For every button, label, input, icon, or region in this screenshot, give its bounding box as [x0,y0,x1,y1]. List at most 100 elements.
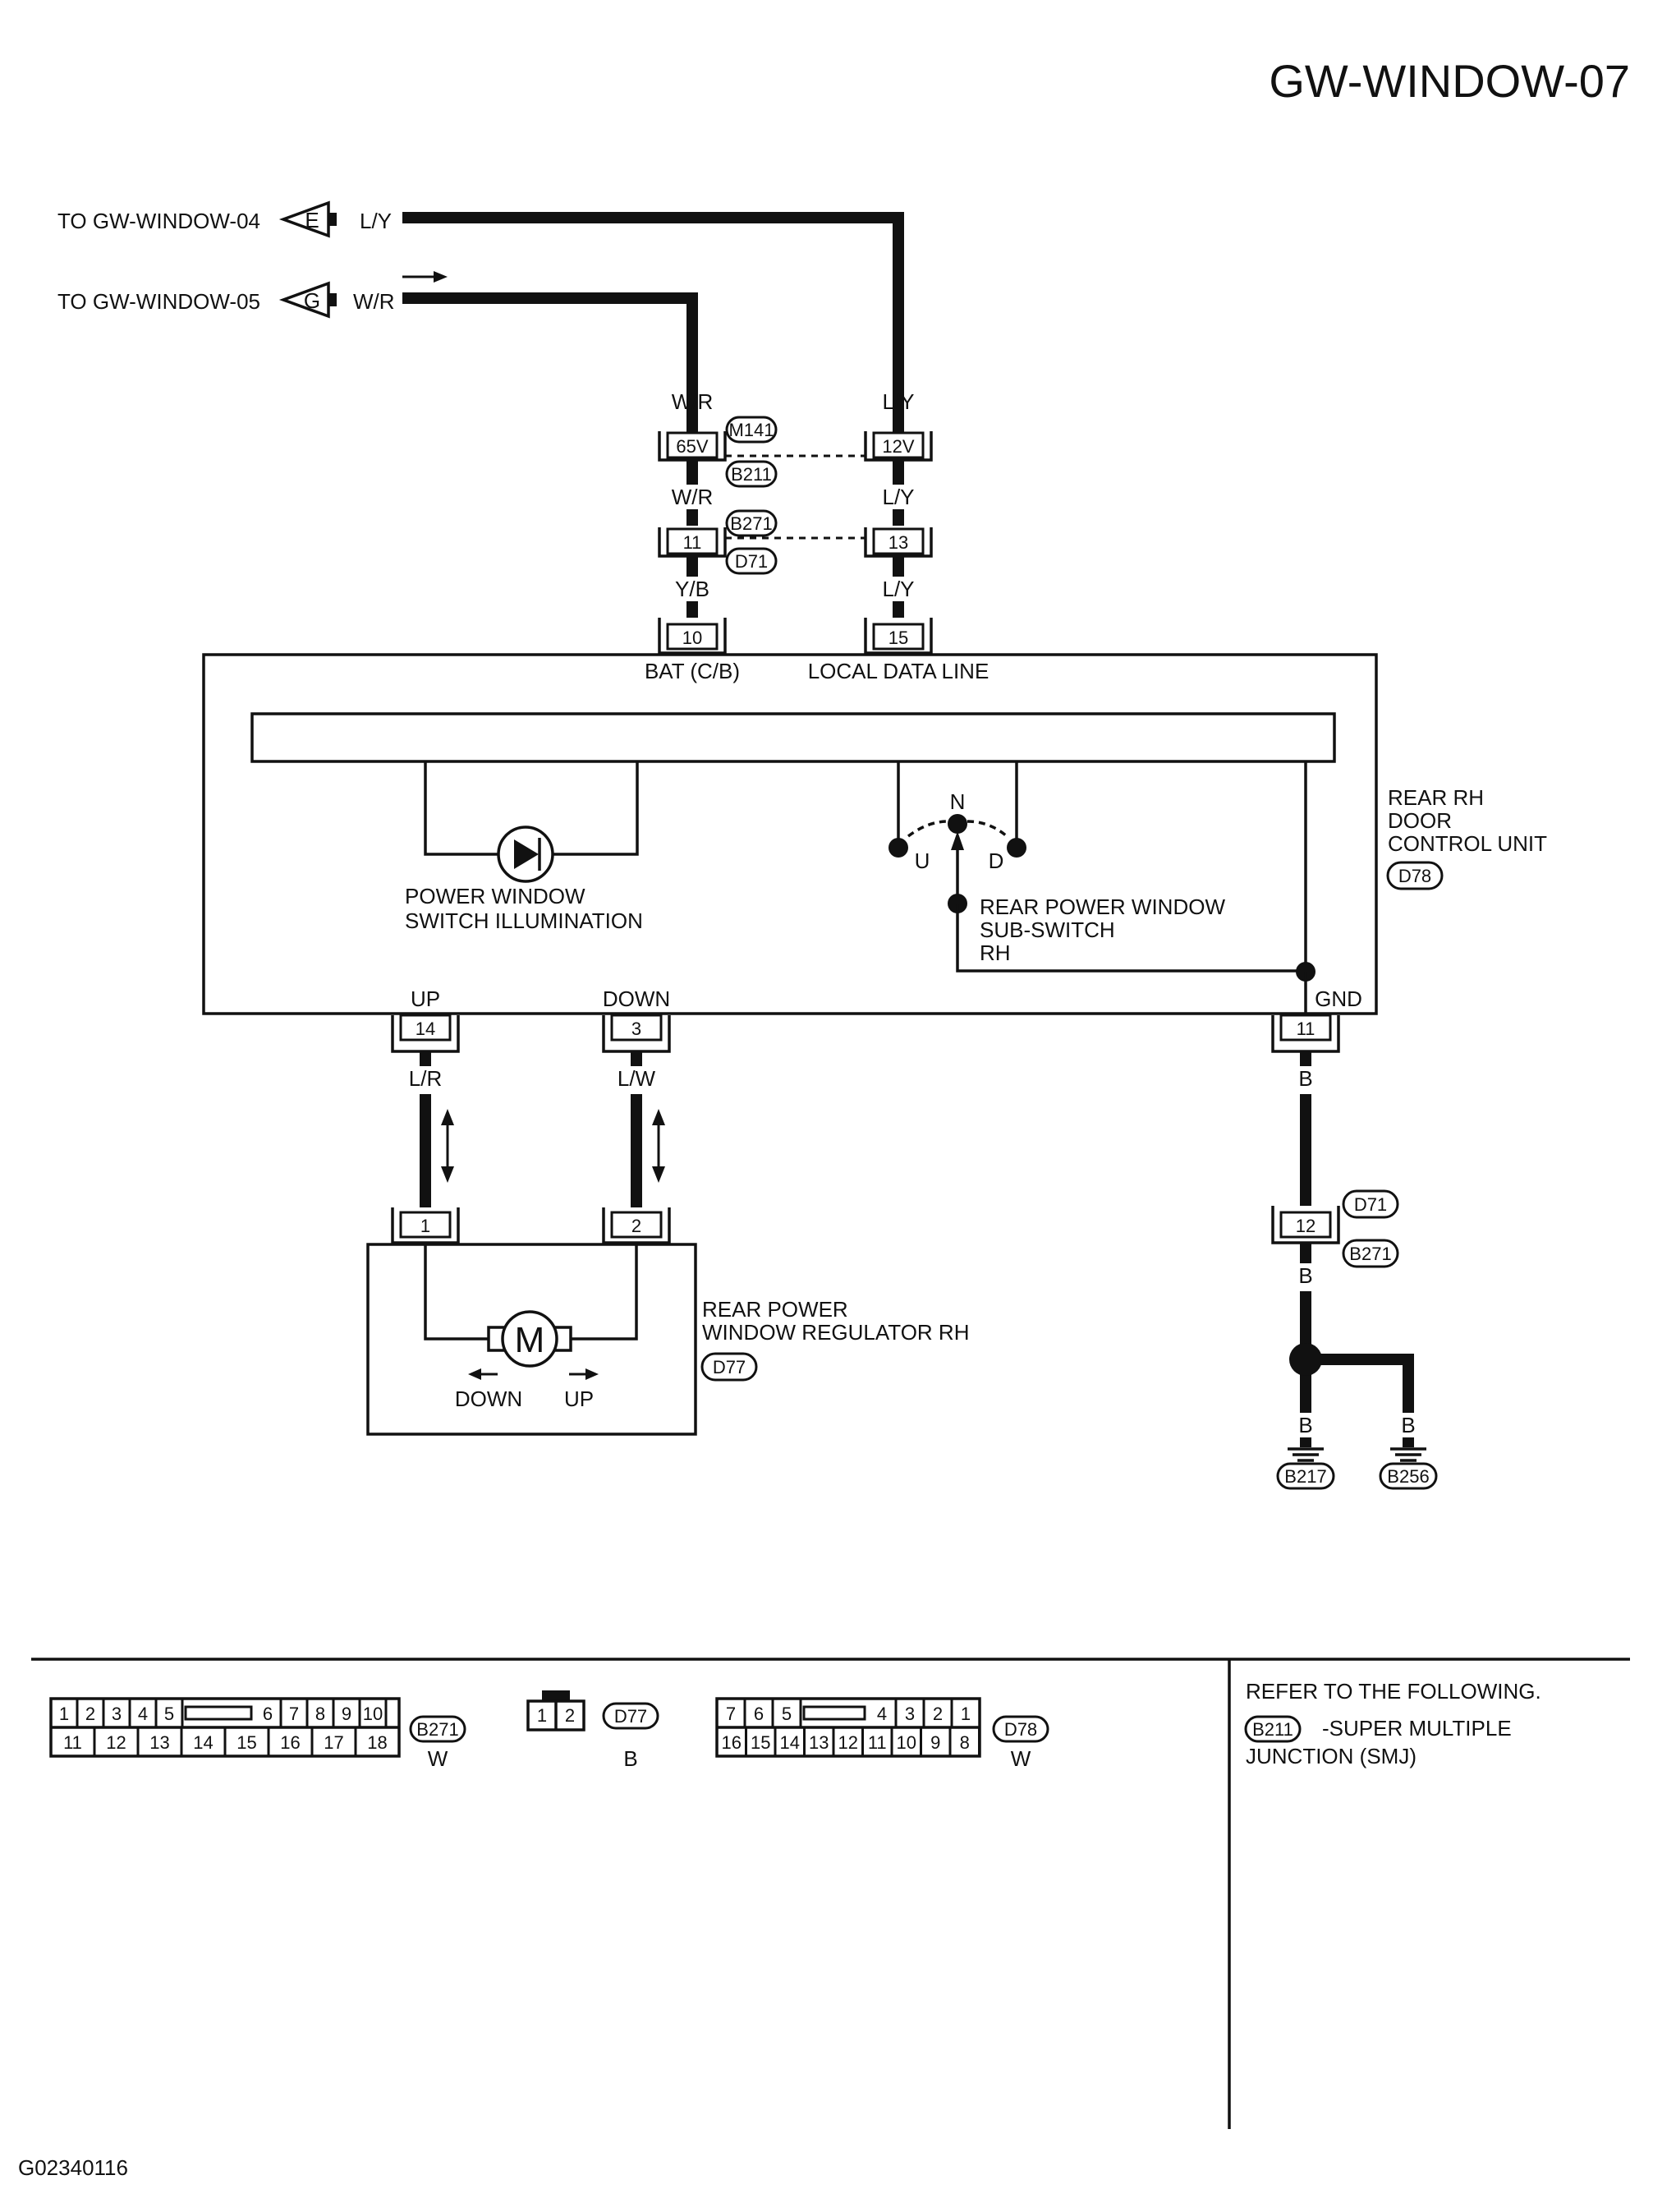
wire-color-wr-top: W/R [672,389,714,414]
motor-direction-arrows [468,1368,599,1380]
figure-id: G02340116 [18,2155,128,2180]
inline-connector-m141: 65V 12V M141 B211 [658,416,933,488]
current-flow-arrow [402,271,448,283]
terminal-down: 3 [602,1014,671,1053]
window-regulator-box [366,1243,697,1436]
connector-pin: 8 [960,1732,970,1753]
connector-pin: 16 [280,1732,300,1753]
wire-color-b-4: B [1401,1413,1415,1437]
terminal-pin: 3 [631,1019,641,1039]
connector-pin: 1 [59,1704,69,1724]
ground-code-bottom: B271 [1349,1244,1391,1264]
connector-pin: 5 [164,1704,174,1724]
switch-illumination-circuit [424,761,639,883]
connector-pin: 10 [363,1704,383,1724]
sub-switch-label-1: REAR POWER WINDOW [980,894,1225,919]
connector-key-slot [802,1705,866,1721]
connector-color: W [428,1746,448,1771]
connector-pin: 12 [106,1732,126,1753]
connector-pin: 2 [933,1704,943,1724]
terminal-label-bat: BAT (C/B) [645,659,740,683]
connector-pin: 13 [809,1732,829,1753]
pin-12v: 12V [882,436,914,457]
regulator-name-2: WINDOW REGULATOR RH [702,1320,969,1345]
connector-pin: 9 [930,1732,940,1753]
wire-color-ly-low: L/Y [882,577,914,601]
terminal-gnd: 11 [1271,1014,1340,1053]
pin-11: 11 [683,532,702,553]
connector-pin: 14 [193,1732,213,1753]
connector-code: D78 [1004,1719,1037,1740]
terminal-pin: 14 [416,1019,435,1039]
wire-color-b-2: B [1298,1263,1312,1288]
connector-pin: 7 [289,1704,299,1724]
wire-color-wr-mid: W/R [672,485,714,509]
wire-color-lw: L/W [618,1066,656,1091]
wire-color-b-3: B [1298,1413,1312,1437]
connector-pin: 7 [726,1704,736,1724]
bidirectional-arrow [441,1109,454,1183]
connector-color: B [623,1746,637,1771]
input-dest-label: TO GW-WINDOW-04 [57,209,260,233]
pin-13: 13 [888,532,908,553]
code-m141: M141 [728,420,774,440]
reference-heading: REFER TO THE FOLLOWING. [1246,1679,1541,1704]
connector-pin: 6 [263,1704,273,1724]
connector-pin: 15 [751,1732,770,1753]
motor-icon: M [487,1310,572,1368]
connector-pin: 4 [877,1704,887,1724]
connector-pin: 1 [961,1704,971,1724]
connector-pin: 2 [565,1705,575,1726]
ground-code: B256 [1387,1466,1429,1487]
connector-pin: 4 [138,1704,148,1724]
switch-n-label: N [950,789,966,814]
connector-pin: 3 [905,1704,915,1724]
wire-ly-top [402,212,904,433]
connector-color: W [1011,1746,1031,1771]
connector-pin: 3 [112,1704,122,1724]
sub-switch-label-2: SUB-SWITCH [980,917,1115,942]
ground-symbol: B217 [1276,1447,1335,1490]
ground-symbol: B256 [1379,1447,1438,1490]
connector-pin: 9 [342,1704,351,1724]
input-wire-color: L/Y [360,209,392,233]
ground-code-top: D71 [1354,1194,1387,1215]
reference-line-1: -SUPER MULTIPLE [1322,1716,1512,1741]
ground-inline-connector: 12 D71 B271 [1271,1189,1399,1268]
terminal-label-data: LOCAL DATA LINE [808,659,990,683]
connector-pin: 10 [897,1732,916,1753]
regulator-pin: 1 [420,1216,430,1236]
code-d71: D71 [735,551,768,572]
regulator-pin-1: 1 [391,1207,460,1244]
input-connector-e: TO GW-WINDOW-04 E L/Y [57,200,392,238]
sub-switch-label-3: RH [980,940,1011,965]
connector-pin: 16 [722,1732,742,1753]
regulator-code: D77 [713,1357,746,1377]
connector-pin: 15 [236,1732,256,1753]
input-connector-letter: G [304,288,320,313]
connector-pin: 12 [838,1732,858,1753]
page-title: GW-WINDOW-07 [1269,55,1630,107]
connector-pin: 14 [780,1732,800,1753]
control-unit-name-2: DOOR [1388,808,1452,833]
connector-pin: 5 [782,1704,792,1724]
terminal-up: 14 [391,1014,460,1053]
illumination-label-1: POWER WINDOW [405,884,585,908]
motor-down-label: DOWN [455,1387,522,1411]
connector-face-d77: 1 2 D77 B [526,1690,659,1771]
terminal-data-line: 15 [864,618,933,655]
input-connector-g: TO GW-WINDOW-05 G W/R [57,281,395,319]
reference-code: B211 [1252,1719,1293,1740]
connector-pin: 17 [324,1732,343,1753]
connector-key-slot [184,1705,253,1721]
rear-sub-switch [888,761,1316,1014]
regulator-name-1: REAR POWER [702,1297,848,1322]
illumination-label-2: SWITCH ILLUMINATION [405,908,643,933]
inline-connector-b271: 11 13 B271 D71 [658,509,933,575]
connector-pin: 8 [315,1704,325,1724]
terminal-label-gnd: GND [1315,986,1362,1011]
internal-bus [250,712,1336,763]
